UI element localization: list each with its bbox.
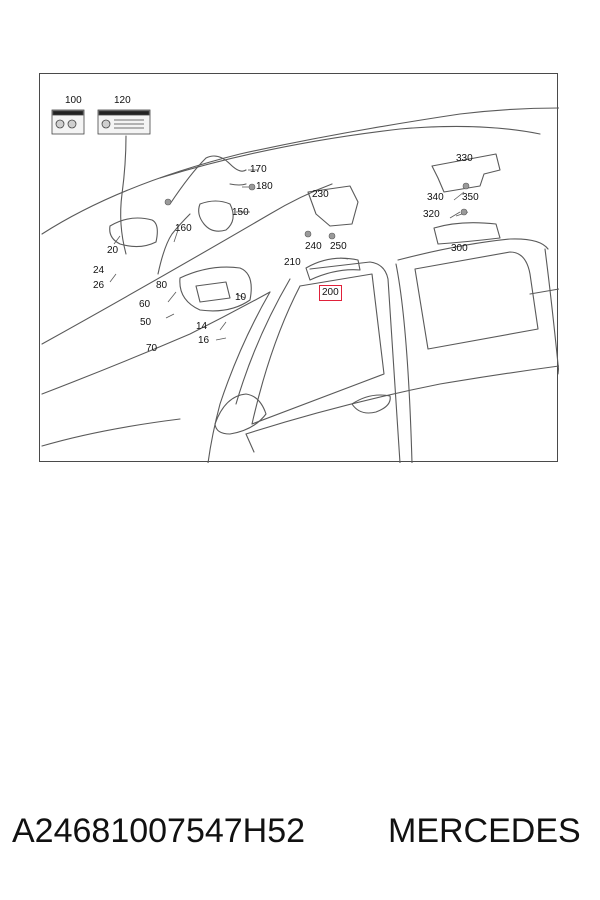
callout-330: 330: [456, 153, 473, 164]
a-pillar: [207, 291, 271, 463]
callout-230: 230: [312, 189, 329, 200]
callout-26: 26: [93, 280, 105, 291]
callout-24: 24: [93, 265, 105, 276]
roof-line-rear: [159, 125, 541, 179]
door-line-lower: [245, 365, 559, 435]
door-handle: [351, 394, 391, 414]
sun-visor-right: [179, 266, 252, 312]
front-window: [251, 273, 385, 425]
a-pillar-inner: [235, 278, 291, 405]
console-300: [433, 222, 501, 245]
callout-300: 300: [451, 243, 468, 254]
callout-80: 80: [156, 280, 168, 291]
callout-16: 16: [198, 335, 210, 346]
callout-20: 20: [107, 245, 119, 256]
car-interior-illustration: [41, 107, 559, 463]
b-pillar: [395, 263, 413, 463]
callout-50: 50: [140, 317, 152, 328]
callout-100: 100: [65, 95, 82, 106]
callout-170: 170: [250, 164, 267, 175]
callout-150: 150: [232, 207, 249, 218]
roof-line-front: [41, 107, 559, 235]
cable-160: [157, 213, 191, 275]
callout-200-highlighted[interactable]: 200: [319, 285, 342, 301]
parts-diagram: 100 120 170 180 150 160 20 24 26 80 60 1…: [39, 73, 559, 463]
callout-160: 160: [175, 223, 192, 234]
callout-180: 180: [256, 181, 273, 192]
callout-350: 350: [462, 192, 479, 203]
callout-210: 210: [284, 257, 301, 268]
bracket-230: [307, 185, 359, 227]
callout-320: 320: [423, 209, 440, 220]
part-number: A24681007547H52: [12, 812, 306, 850]
callout-340: 340: [427, 192, 444, 203]
sun-visor-left: [109, 217, 158, 248]
callout-14: 14: [196, 321, 208, 332]
callout-250: 250: [330, 241, 347, 252]
mirror-base: [245, 433, 255, 453]
bracket-330: [431, 153, 501, 193]
callout-10: 10: [235, 292, 247, 303]
part-150: [198, 200, 234, 232]
callout-120: 120: [114, 95, 131, 106]
cable-150-180: [229, 183, 247, 186]
front-door-top: [309, 261, 401, 463]
callout-70: 70: [146, 343, 158, 354]
rear-window-2: [529, 288, 559, 295]
callout-60: 60: [139, 299, 151, 310]
sun-visor-right-mirror: [195, 281, 231, 303]
mirror: [214, 393, 267, 435]
brand-name: MERCEDES: [388, 812, 581, 850]
cable-120: [120, 135, 127, 255]
rear-window: [414, 251, 539, 350]
grab-handle-200: [305, 257, 361, 281]
callout-240: 240: [305, 241, 322, 252]
dash-line: [41, 418, 181, 447]
cable-170: [169, 155, 247, 205]
windshield-lower: [41, 291, 271, 395]
windshield-edge: [41, 183, 333, 345]
c-pillar: [544, 248, 559, 375]
rear-door-top: [397, 238, 549, 261]
